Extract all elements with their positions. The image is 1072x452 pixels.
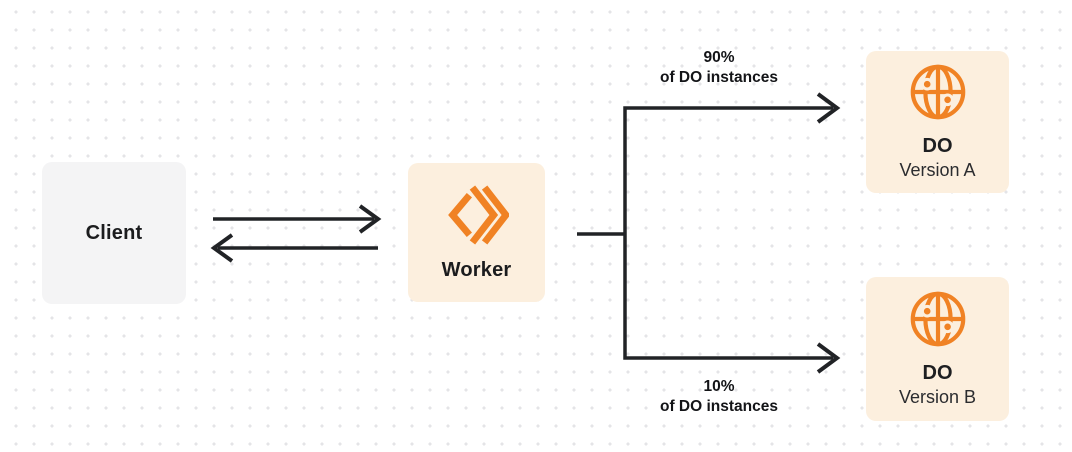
do-version-b-subtitle: Version B	[898, 386, 977, 407]
bottom-branch-arrowhead-icon	[816, 342, 841, 374]
do-version-a-title: DO	[922, 134, 953, 157]
client-node: Client	[42, 162, 186, 304]
worker-to-client-arrowhead-icon	[210, 233, 234, 263]
do-version-b-title: DO	[922, 361, 953, 384]
client-node-label: Client	[85, 221, 143, 244]
do-version-b-node: DO Version B	[866, 277, 1009, 421]
bottom-branch-percent: 10%	[703, 378, 735, 395]
top-branch-label: 90% of DO instances	[579, 48, 859, 88]
worker-node: Worker	[408, 163, 545, 302]
do-version-a-node: DO Version A	[866, 51, 1009, 193]
top-branch-arrowhead-icon	[816, 92, 841, 124]
client-to-worker-arrowhead-icon	[358, 204, 382, 234]
cloudflare-workers-icon	[447, 185, 509, 245]
branch-trunk	[623, 106, 833, 360]
bottom-branch-label: 10% of DO instances	[579, 377, 859, 417]
globe-icon	[910, 64, 965, 119]
worker-node-label: Worker	[441, 259, 512, 281]
globe-icon	[910, 291, 965, 346]
top-branch-caption: of DO instances	[660, 69, 778, 86]
top-branch-percent: 90%	[703, 49, 735, 66]
bottom-branch-caption: of DO instances	[660, 398, 778, 415]
do-version-a-subtitle: Version A	[899, 159, 976, 180]
